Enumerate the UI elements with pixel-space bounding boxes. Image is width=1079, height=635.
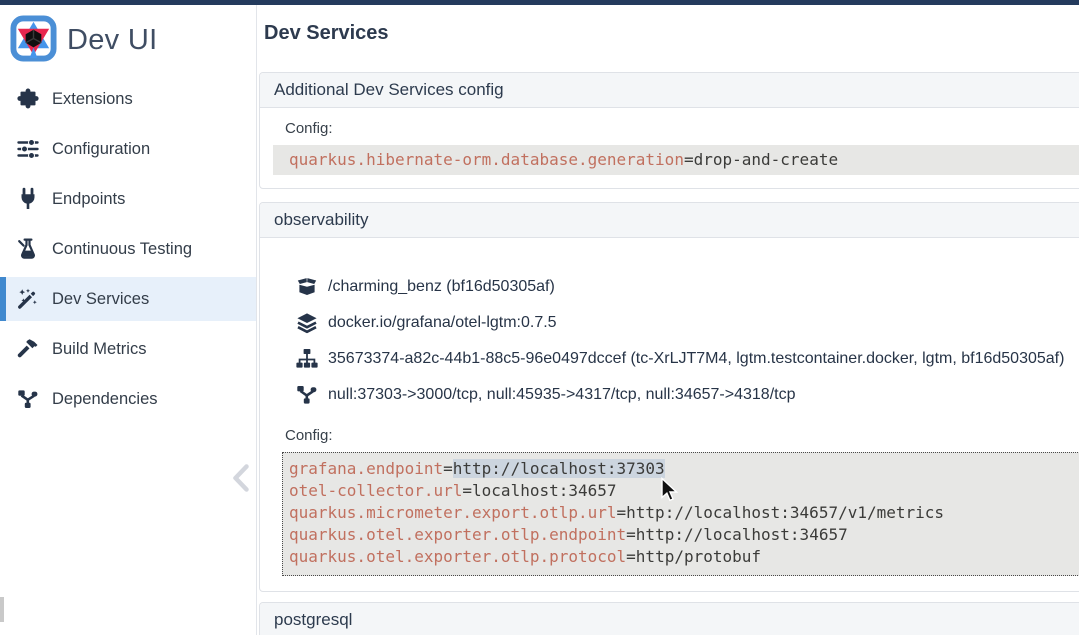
- config-key: quarkus.otel.exporter.otlp.endpoint: [289, 525, 627, 544]
- card-additional-dev-services-config: Additional Dev Services config Config: q…: [259, 72, 1079, 189]
- config-equals: =: [683, 150, 694, 169]
- sidebar-item-label: Endpoints: [52, 189, 126, 208]
- app-title: Dev UI: [67, 24, 158, 56]
- network-nodes-icon: [15, 386, 41, 412]
- config-line: grafana.endpoint=http://localhost:37303: [289, 458, 1079, 480]
- card-postgresql: postgresql: [259, 602, 1079, 635]
- chevron-left-icon[interactable]: [228, 461, 254, 495]
- sidebar-item-label: Dependencies: [52, 389, 158, 408]
- box-open-icon: [295, 275, 319, 299]
- puzzle-piece-icon: [15, 86, 41, 112]
- sitemap-icon: [295, 347, 319, 371]
- config-value: localhost:34657: [472, 481, 617, 500]
- config-equals: =: [443, 459, 453, 478]
- config-line: quarkus.otel.exporter.otlp.endpoint=http…: [289, 524, 1079, 546]
- image-row: docker.io/grafana/otel-lgtm:0.7.5: [295, 305, 1079, 341]
- container-name: /charming_benz (bf16d50305af): [328, 278, 555, 295]
- config-label: Config:: [285, 120, 333, 137]
- card-body: /charming_benz (bf16d50305af) docker.io/…: [260, 238, 1079, 591]
- sidebar-item-build-metrics[interactable]: Build Metrics: [0, 327, 256, 371]
- ports-list: null:37303->3000/tcp, null:45935->4317/t…: [328, 386, 796, 403]
- config-label: Config:: [285, 427, 333, 444]
- hammer-icon: [15, 336, 41, 362]
- config-key: quarkus.micrometer.export.otlp.url: [289, 503, 617, 522]
- card-observability: observability /charming_benz (bf16d50305…: [259, 202, 1079, 592]
- quarkus-logo-icon: [10, 14, 57, 67]
- sidebar-item-extensions[interactable]: Extensions: [0, 77, 256, 121]
- card-body: Config: quarkus.hibernate-orm.database.g…: [260, 108, 1079, 188]
- config-line: otel-collector.url=localhost:34657: [289, 480, 1079, 502]
- sidebar-menu: Extensions: [0, 77, 256, 421]
- page-title: Dev Services: [264, 22, 389, 44]
- card-title: observability: [260, 203, 1079, 238]
- config-equals: =: [462, 481, 473, 500]
- config-line: quarkus.otel.exporter.otlp.protocol=http…: [289, 546, 1079, 568]
- config-equals: =: [616, 503, 627, 522]
- config-value: http://localhost:34657: [635, 525, 848, 544]
- config-value: http://localhost:34657/v1/metrics: [626, 503, 945, 522]
- top-accent-bar: [0, 0, 1079, 5]
- magic-wand-icon: [15, 286, 41, 312]
- config-key: quarkus.hibernate-orm.database.generatio…: [289, 150, 684, 169]
- sidebar-item-dependencies[interactable]: Dependencies: [0, 377, 256, 421]
- sidebar-item-label: Build Metrics: [52, 339, 147, 358]
- sidebar-item-dev-services[interactable]: Dev Services: [0, 277, 256, 321]
- card-title: Additional Dev Services config: [260, 73, 1079, 108]
- sidebar-item-label: Dev Services: [52, 289, 150, 308]
- config-equals: =: [626, 525, 636, 544]
- sidebar-item-continuous-testing[interactable]: Continuous Testing: [0, 227, 256, 271]
- main-content: Dev Services Additional Dev Services con…: [258, 5, 1079, 635]
- sidebar-item-configuration[interactable]: Configuration: [0, 127, 256, 171]
- ports-row: null:37303->3000/tcp, null:45935->4317/t…: [295, 377, 1079, 413]
- sidebar: Dev UI Extensions: [0, 5, 257, 635]
- plug-icon: [15, 186, 41, 212]
- sidebar-item-label: Configuration: [52, 139, 151, 158]
- sidebar-item-label: Extensions: [52, 89, 133, 108]
- config-key: otel-collector.url: [289, 481, 463, 500]
- scroll-indicator: [0, 597, 4, 622]
- config-equals: =: [626, 547, 636, 566]
- config-code-block[interactable]: grafana.endpoint=http://localhost:37303 …: [282, 452, 1079, 576]
- image-name: docker.io/grafana/otel-lgtm:0.7.5: [328, 314, 557, 331]
- flask-icon: [15, 236, 41, 262]
- sidebar-item-endpoints[interactable]: Endpoints: [0, 177, 256, 221]
- sliders-icon: [15, 136, 41, 162]
- config-key: grafana.endpoint: [289, 459, 444, 478]
- app-logo[interactable]: Dev UI: [0, 5, 256, 67]
- layers-icon: [295, 311, 319, 335]
- config-value-selected: http://localhost:37303: [452, 459, 665, 478]
- container-name-row: /charming_benz (bf16d50305af): [295, 269, 1079, 305]
- config-value: drop-and-create: [693, 150, 839, 169]
- config-value: http/protobuf: [635, 547, 762, 566]
- config-code-block[interactable]: quarkus.hibernate-orm.database.generatio…: [273, 145, 1079, 175]
- network-ports-icon: [295, 383, 319, 407]
- config-key: quarkus.otel.exporter.otlp.protocol: [289, 547, 627, 566]
- config-line: quarkus.micrometer.export.otlp.url=http:…: [289, 502, 1079, 524]
- container-id-row: 35673374-a82c-44b1-88c5-96e0497dccef (tc…: [295, 341, 1079, 377]
- sidebar-item-label: Continuous Testing: [52, 239, 193, 258]
- container-id: 35673374-a82c-44b1-88c5-96e0497dccef (tc…: [328, 350, 1065, 367]
- card-title: postgresql: [260, 603, 1079, 635]
